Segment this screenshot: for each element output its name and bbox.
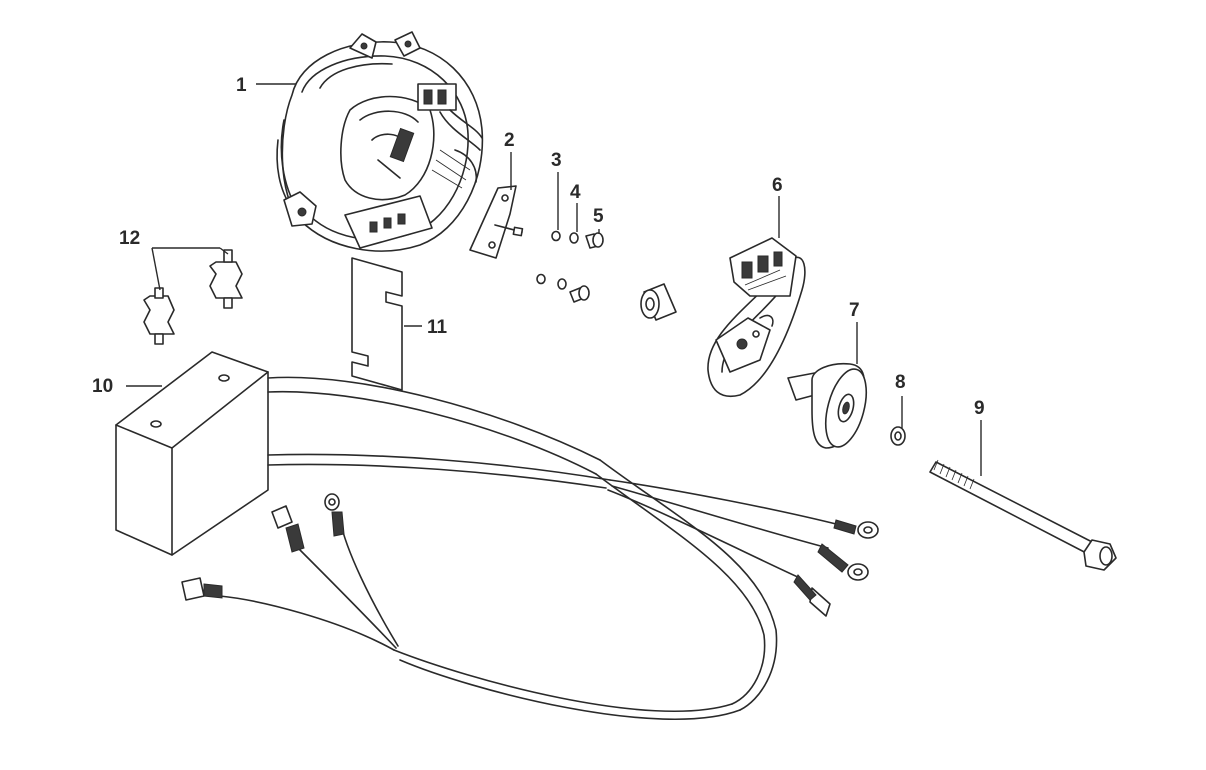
callout-6: 6	[772, 175, 783, 196]
part-3-washer	[536, 230, 561, 285]
callout-10: 10	[92, 376, 113, 397]
callout-5: 5	[593, 206, 604, 227]
callout-1: 1	[236, 75, 247, 96]
callout-4: 4	[570, 182, 581, 203]
callout-9: 9	[974, 398, 985, 419]
part-4-lock-washer	[557, 232, 579, 290]
part-5-screw	[569, 232, 604, 303]
callout-12: 12	[119, 228, 140, 249]
part-9-long-bolt	[929, 459, 1117, 571]
part-7-rotor	[787, 362, 868, 449]
callout-7: 7	[849, 300, 860, 321]
spacer-bushing	[640, 283, 677, 321]
part-12-rubber-mounts	[143, 249, 243, 345]
wiring-harness	[181, 376, 879, 721]
part-11-gasket	[351, 257, 403, 391]
part-10-cdi-box	[115, 351, 269, 556]
callout-labels: 1 2 3 4 5 6 7 8 9 10 11 12	[92, 75, 985, 419]
callout-2: 2	[504, 130, 515, 151]
part-6-pickup-assembly	[707, 237, 806, 397]
part-8-washer	[890, 426, 906, 446]
part-2-pickup-plate	[469, 185, 524, 259]
leader-lines	[126, 83, 982, 476]
callout-3: 3	[551, 150, 562, 171]
callout-8: 8	[895, 372, 906, 393]
callout-11: 11	[427, 317, 448, 338]
part-1-stator-housing	[276, 31, 484, 252]
